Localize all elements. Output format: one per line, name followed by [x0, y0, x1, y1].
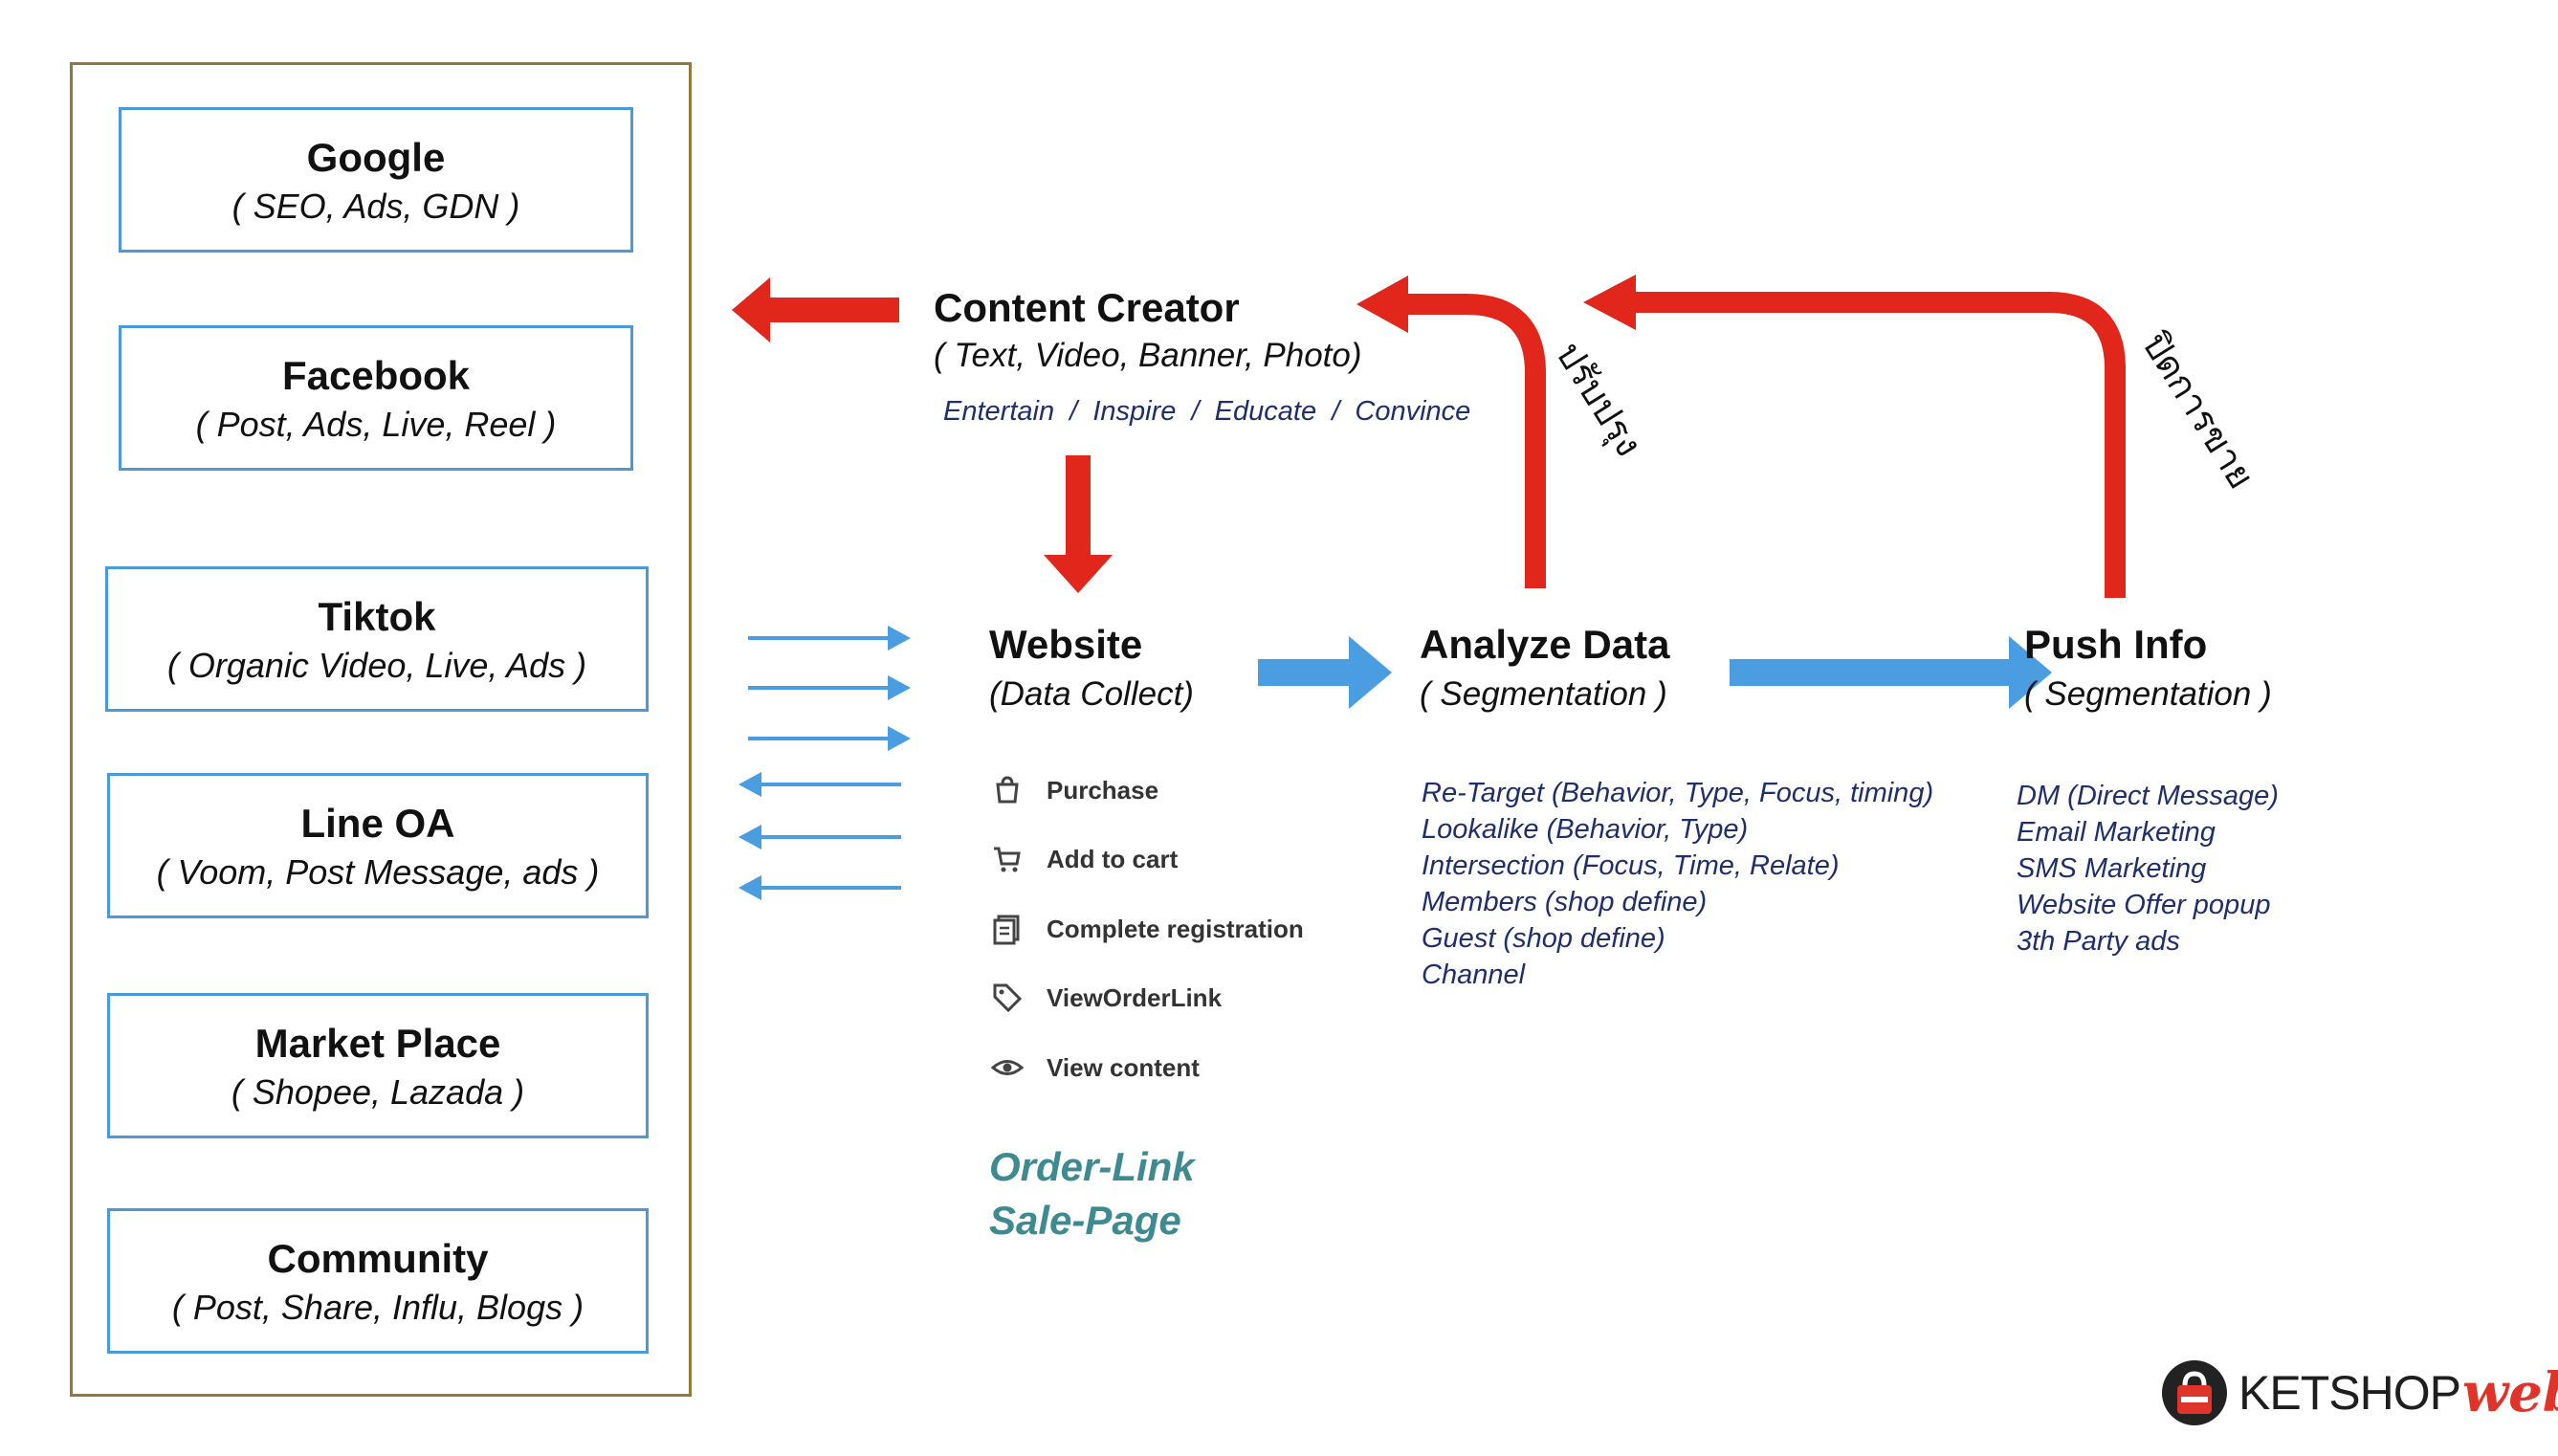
event-label: View content	[1047, 1052, 1200, 1082]
event-complete-registration: Complete registration	[991, 910, 1304, 948]
logo-suffix-text: web	[2461, 1361, 2558, 1424]
content-creator-tagline: Entertain / Inspire / Educate / Convince	[943, 396, 1471, 427]
tag-icon	[993, 983, 1023, 1013]
list-item: Intersection (Focus, Time, Relate)	[1422, 850, 1840, 881]
analyze-list: Re-Target (Behavior, Type, Focus, timing…	[1422, 775, 1933, 993]
event-purchase: Purchase	[991, 771, 1158, 809]
channel-tiktok: Tiktok ( Organic Video, Live, Ads )	[105, 566, 649, 712]
website-title: Website	[989, 622, 1143, 667]
registration-icon	[993, 915, 1020, 945]
channel-subtitle: ( Post, Share, Influ, Blogs )	[171, 1288, 584, 1327]
list-item: Guest (shop define)	[1422, 923, 1665, 954]
red-feedback-close-sale	[1583, 275, 2126, 598]
channel-title: Google	[306, 135, 446, 180]
red-arrow-to-channels	[732, 277, 899, 342]
channel-line-oa: Line OA ( Voom, Post Message, ads )	[107, 773, 649, 918]
channel-market-place: Market Place ( Shopee, Lazada )	[107, 993, 649, 1138]
blue-arrows-outbound	[739, 772, 901, 900]
list-item: Website Offer popup	[2017, 890, 2271, 920]
event-label: ViewOrderLink	[1047, 982, 1223, 1012]
sale-page-label: Sale-Page	[989, 1198, 1181, 1243]
channel-community: Community ( Post, Share, Influ, Blogs )	[107, 1208, 649, 1354]
event-label: Add to cart	[1047, 844, 1179, 873]
blue-arrow-to-analyze	[1258, 636, 1392, 709]
push-title: Push Info	[2024, 622, 2208, 667]
channel-subtitle: ( Shopee, Lazada )	[231, 1072, 525, 1112]
eye-icon	[991, 1060, 1024, 1075]
order-link-label: Order-Link	[989, 1144, 1195, 1189]
channel-subtitle: ( Post, Ads, Live, Reel )	[195, 405, 557, 444]
push-list: DM (Direct Message) Email Marketing SMS …	[2017, 778, 2279, 960]
list-item: Re-Target (Behavior, Type, Focus, timing…	[1422, 778, 1934, 808]
channel-title: Line OA	[300, 801, 455, 846]
event-view-content: View content	[991, 1048, 1200, 1087]
channel-title: Market Place	[254, 1021, 501, 1066]
channels-frame	[70, 62, 692, 1397]
channel-subtitle: ( Voom, Post Message, ads )	[156, 852, 600, 892]
analyze-subtitle: ( Segmentation )	[1420, 675, 1667, 713]
logo-brand-text: KETSHOP	[2238, 1366, 2461, 1420]
red-feedback-improve	[1356, 276, 1546, 588]
list-item: 3th Party ads	[2017, 926, 2180, 957]
content-creator-title: Content Creator	[934, 285, 1240, 330]
event-label: Purchase	[1047, 775, 1159, 805]
event-add-to-cart: Add to cart	[991, 840, 1178, 878]
channel-title: Tiktok	[318, 594, 436, 639]
event-view-order-link: ViewOrderLink	[991, 979, 1222, 1017]
cart-icon	[994, 847, 1021, 872]
blue-arrows-inbound	[748, 626, 911, 751]
channel-subtitle: ( Organic Video, Live, Ads )	[166, 646, 587, 685]
channel-subtitle: ( SEO, Ads, GDN )	[232, 187, 520, 226]
ketshop-logo: KETSHOP web	[2160, 1358, 2558, 1427]
event-label: Complete registration	[1047, 914, 1304, 943]
list-item: DM (Direct Message)	[2017, 781, 2279, 811]
website-subtitle: (Data Collect)	[989, 675, 1194, 713]
shopping-bag-icon	[996, 776, 1019, 804]
list-item: Email Marketing	[2017, 817, 2216, 848]
list-item: SMS Marketing	[2017, 853, 2207, 884]
list-item: Lookalike (Behavior, Type)	[1422, 814, 1749, 845]
channel-title: Facebook	[281, 353, 471, 398]
channel-google: Google ( SEO, Ads, GDN )	[119, 107, 633, 253]
ketshop-logo-icon	[2162, 1360, 2227, 1425]
analyze-title: Analyze Data	[1420, 622, 1670, 667]
channel-facebook: Facebook ( Post, Ads, Live, Reel )	[119, 325, 633, 471]
list-item: Members (shop define)	[1422, 887, 1708, 917]
blue-arrow-to-push	[1730, 636, 2052, 709]
channel-title: Community	[267, 1236, 489, 1281]
push-subtitle: ( Segmentation )	[2024, 675, 2272, 713]
content-creator-subtitle: ( Text, Video, Banner, Photo)	[934, 337, 1362, 374]
list-item: Channel	[1422, 960, 1526, 990]
red-arrow-to-website	[1044, 455, 1113, 593]
